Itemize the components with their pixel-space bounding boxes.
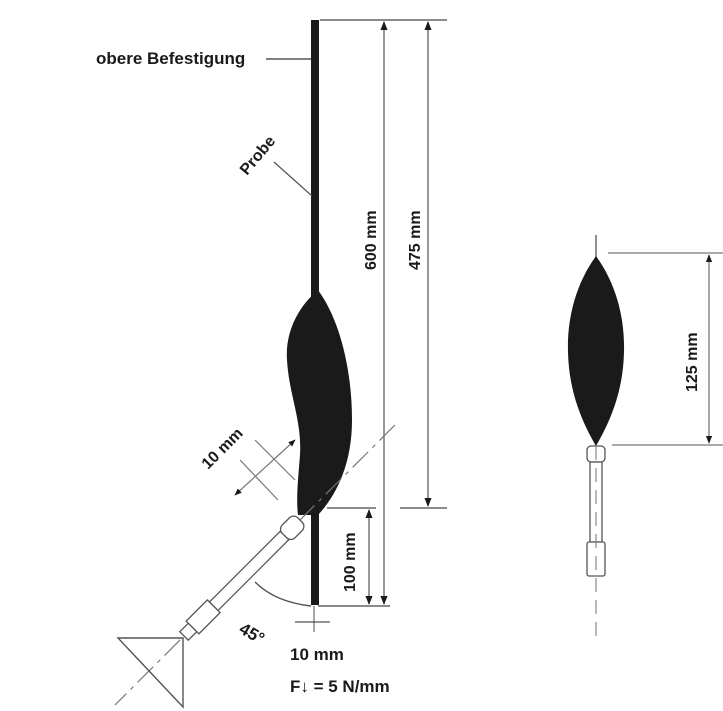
dim-600-label: 600 mm [363,210,380,270]
sample-leader [273,161,313,197]
dim-125-label: 125 mm [684,332,701,392]
side-view: obere Befestigung Probe 600 mm 475 mm 10… [96,19,447,709]
dim-10-diag-label: 10 mm [199,425,247,473]
burner [178,515,305,642]
dim-100-label: 100 mm [342,532,359,592]
front-view: 125 mm [567,235,723,640]
sample-label: Probe [237,133,279,179]
angle-arc [254,581,312,607]
angle-label: 45° [236,619,268,648]
dim-10-line [234,439,296,496]
front-flame-shape [567,256,625,446]
force-label: F↓ = 5 N/mm [290,677,390,696]
upper-fixing-label: obere Befestigung [96,49,245,68]
dim-475-label: 475 mm [407,210,424,270]
dim-10-bottom-label: 10 mm [290,645,344,664]
dim-10-ext-2 [239,459,279,501]
burner-base [116,637,184,709]
flame-shape [286,290,352,515]
